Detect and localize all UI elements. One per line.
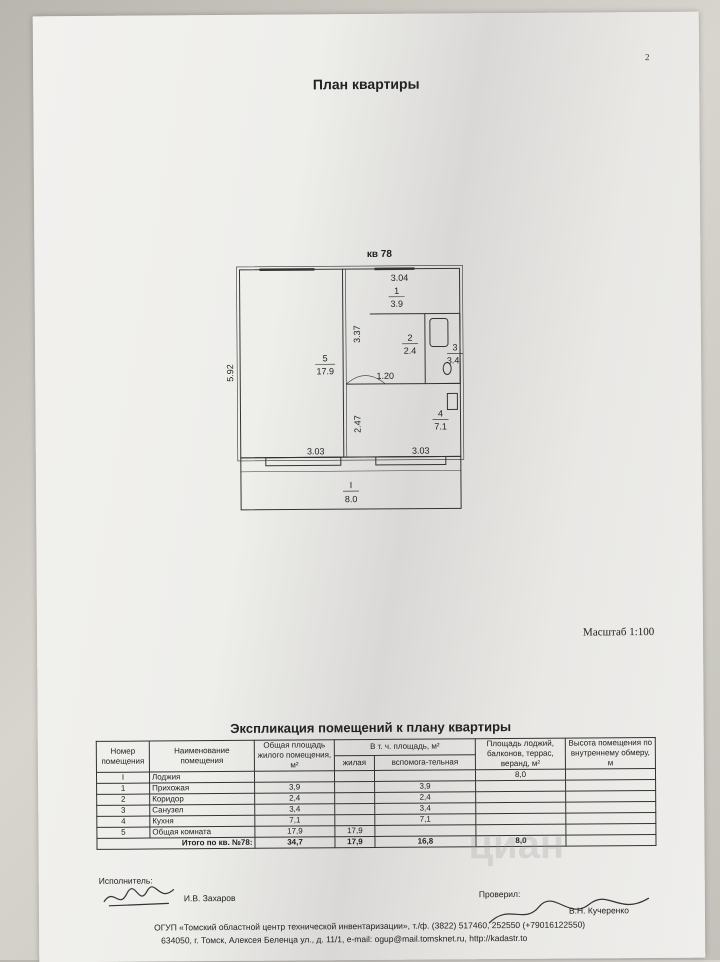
- cell-height: [566, 813, 656, 825]
- cell-name: Лоджия: [149, 771, 254, 783]
- cell-balcony: [476, 802, 566, 814]
- cell-num: 1: [97, 783, 150, 794]
- cell-height: [566, 780, 656, 792]
- room-2-number: 2: [407, 333, 412, 343]
- cell-name: Коридор: [150, 793, 255, 805]
- cell-total: 17,9: [255, 826, 335, 838]
- cell-total: 2,4: [255, 793, 335, 805]
- total-label: Итого по кв. №78:: [97, 837, 255, 849]
- cell-living: [334, 770, 374, 781]
- cell-height: [566, 802, 656, 814]
- room-3-area: 3.4: [447, 355, 460, 365]
- cell-num: 4: [97, 816, 150, 827]
- cell-name: Прихожая: [150, 782, 255, 794]
- room-3-number: 3: [452, 342, 457, 352]
- cell-aux: 3,4: [375, 803, 476, 815]
- performer-signature: [99, 881, 179, 912]
- cell-balcony: 8,0: [475, 769, 565, 781]
- cell-total: [254, 771, 334, 783]
- cell-aux: 2,4: [375, 792, 476, 804]
- loggia-area: 8.0: [345, 494, 358, 504]
- cell-num: I: [96, 772, 149, 783]
- page-number: 2: [645, 52, 650, 62]
- total-height: [566, 835, 656, 847]
- cell-name: Общая комната: [150, 826, 255, 838]
- outer-wall: [239, 268, 460, 458]
- room-5-number: 5: [323, 353, 328, 363]
- cell-aux: 3,9: [374, 781, 475, 793]
- page-title: План квартиры: [33, 74, 699, 95]
- room-1-area: 3.9: [390, 299, 403, 309]
- cell-name: Кухня: [150, 815, 255, 827]
- dim-kitchen-vertical: 2.47: [352, 415, 362, 433]
- header-height: Высота помещения по внутреннему обмеру, …: [565, 738, 655, 770]
- header-incl: В т. ч. площадь, м²: [334, 739, 475, 755]
- scale-label: Масштаб 1:100: [583, 626, 654, 638]
- cell-living: 17,9: [335, 825, 375, 836]
- cell-height: [566, 791, 656, 803]
- cell-living: [335, 803, 375, 814]
- cell-total: 3,9: [255, 782, 335, 794]
- room-5-area: 17.9: [316, 366, 334, 376]
- room-1-number: 1: [394, 286, 399, 296]
- cell-total: 3,4: [255, 804, 335, 816]
- cell-total: 7,1: [255, 815, 335, 827]
- checker-name: В.Н. Кучеренко: [569, 905, 629, 915]
- dim-bottom-left: 3.03: [307, 446, 325, 456]
- header-aux: вспомога-тельная: [374, 754, 475, 770]
- partition-wall: [342, 269, 343, 457]
- header-total: Общая площадь жилого помещения, м²: [254, 740, 334, 772]
- cell-num: 5: [97, 827, 150, 838]
- cell-aux: 7,1: [375, 814, 476, 826]
- room-4-number: 4: [438, 408, 443, 418]
- floor-plan: кв 78 3.04 5.92 3.37 1.20 2.47 3.03 3.03…: [224, 238, 486, 530]
- cell-balcony: [476, 780, 566, 792]
- cell-height: [566, 824, 656, 836]
- cell-num: 2: [97, 794, 150, 805]
- total-living: 17,9: [335, 836, 375, 847]
- watermark: циан: [468, 823, 564, 869]
- dim-door-width: 1.20: [376, 371, 394, 381]
- dim-corridor-vertical: 3.37: [352, 325, 362, 343]
- cell-name: Санузел: [150, 804, 255, 816]
- room-2-area: 2.4: [404, 346, 417, 356]
- performer-name: И.В. Захаров: [184, 893, 236, 903]
- header-num: Номер помещения: [96, 741, 149, 772]
- explication-table: Номер помещения Наименование помещения О…: [96, 737, 657, 850]
- explication-title: Экспликация помещений к плану квартиры: [38, 718, 704, 738]
- dim-top: 3.04: [391, 273, 409, 283]
- room-4-area: 7.1: [434, 421, 447, 431]
- loggia-number: I: [350, 480, 353, 490]
- cell-living: [335, 814, 375, 825]
- cell-height: [565, 769, 655, 781]
- header-name: Наименование помещения: [149, 740, 254, 772]
- document-sheet: 2 План квартиры: [33, 12, 706, 962]
- bathtub: [430, 318, 448, 346]
- cell-living: [335, 781, 375, 792]
- header-living: жилая: [334, 755, 374, 771]
- cell-aux: [374, 770, 475, 782]
- total-total: 34,7: [255, 837, 335, 849]
- organization-line-2: 634050, г. Томск, Алексея Беленца ул., д…: [161, 933, 527, 946]
- organization-line-1: ОГУП «Томский областной центр техническо…: [154, 920, 585, 933]
- cell-num: 3: [97, 805, 150, 816]
- cell-aux: [375, 825, 476, 837]
- cell-living: [335, 792, 375, 803]
- header-balcony: Площадь лоджий, балконов, террас, веранд…: [475, 738, 565, 770]
- dim-bottom-right: 3.03: [412, 446, 430, 456]
- cell-balcony: [476, 791, 566, 803]
- apartment-label: кв 78: [367, 249, 393, 260]
- dim-left-height: 5.92: [225, 364, 235, 382]
- total-aux: 16,8: [375, 836, 476, 848]
